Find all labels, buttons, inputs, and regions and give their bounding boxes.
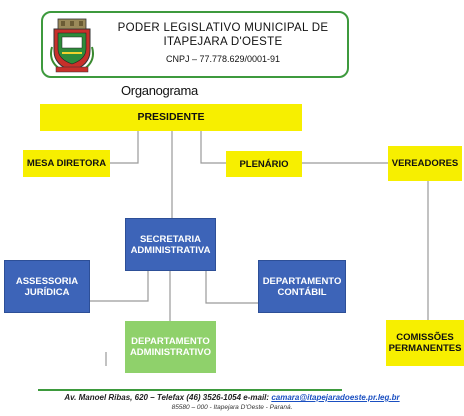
node-presidente: PRESIDENTE [40,104,302,131]
cnpj-text: CNPJ – 77.778.629/0001-91 [165,54,281,64]
node-mesa-diretora: MESA DIRETORA [23,150,110,177]
connector-secretaria-contabil [205,271,258,304]
footer-address-text: Av. Manoel Ribas, 620 – Telefax (46) 352… [64,393,270,402]
page-subtitle: Organograma [121,83,198,98]
footer-address: Av. Manoel Ribas, 620 – Telefax (46) 352… [0,393,464,402]
letterhead: PODER LEGISLATIVO MUNICIPAL DE ITAPEJARA… [41,11,349,78]
letterhead-text: PODER LEGISLATIVO MUNICIPAL DE ITAPEJARA… [113,21,333,64]
connector-secretaria-assessoria [90,271,149,302]
municipal-crest-icon [50,18,94,73]
node-departamento-contabil: DEPARTAMENTO CONTÁBIL [258,260,346,313]
institution-name-line1: PODER LEGISLATIVO MUNICIPAL DE [117,22,329,34]
footer-email-link[interactable]: camara@itapejaradoeste.pr.leg.br [271,393,400,402]
connector-presidente-mesa [110,131,139,164]
node-secretaria-administrativa: SECRETARIA ADMINISTRATIVA [125,218,216,271]
node-comissoes-permanentes: COMISSÕES PERMANENTES [386,320,464,366]
footer-cep-line: 85580 – 000 - Itapejara D'Oeste - Paraná… [171,404,293,411]
node-vereadores: VEREADORES [388,146,462,181]
node-plenario: PLENÁRIO [226,151,302,177]
institution-name-line2: ITAPEJARA D'OESTE [163,36,283,48]
node-assessoria-juridica: ASSESSORIA JURÍDICA [4,260,90,313]
node-departamento-administrativo: DEPARTAMENTO ADMINISTRATIVO [125,321,216,373]
connector-presidente-plenario [200,131,226,164]
footer-divider [38,389,342,391]
